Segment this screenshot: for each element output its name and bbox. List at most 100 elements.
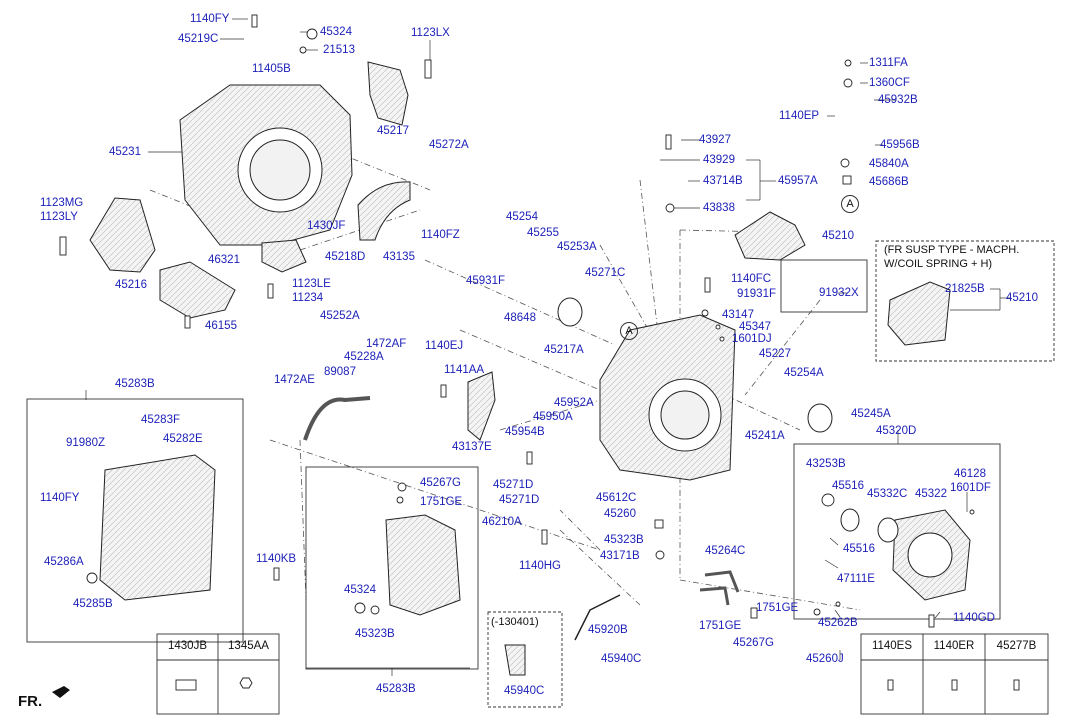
part-label: 46155 <box>205 320 237 332</box>
part-label: 45271D <box>493 479 534 491</box>
part-label: 45245A <box>851 408 891 420</box>
part-label: 1140EP <box>779 110 820 122</box>
part-label: 46210A <box>482 516 522 528</box>
part-label: 45217 <box>377 125 409 137</box>
part-label: 45324 <box>320 26 352 38</box>
part-label: 48648 <box>504 312 536 324</box>
key-table-header: 1140ES <box>871 640 913 652</box>
part-label: 45956B <box>880 139 920 151</box>
part-label: 43137E <box>452 441 492 453</box>
part-label: 45950A <box>533 411 573 423</box>
part-label: 45282E <box>163 433 203 445</box>
part-label: 45516 <box>843 543 875 555</box>
part-label: 43171B <box>600 550 640 562</box>
part-label: 45252A <box>320 310 360 322</box>
part-label: 45216 <box>115 279 147 291</box>
part-label: 45255 <box>527 227 559 239</box>
part-label: 45217A <box>544 344 584 356</box>
part-label: 45952A <box>554 397 594 409</box>
part-label: 1751GE <box>756 602 799 614</box>
callout-a-marker: A <box>620 322 638 340</box>
part-label: 45954B <box>505 426 545 438</box>
part-label: 43929 <box>703 154 735 166</box>
part-label: 45286A <box>44 556 84 568</box>
part-label: 1123LY <box>40 211 78 223</box>
part-label: 45940C <box>504 685 545 697</box>
part-label: 45267G <box>733 637 774 649</box>
part-label: 91931F <box>737 288 777 300</box>
part-label: 43253B <box>806 458 846 470</box>
part-label: 1140KB <box>256 553 297 565</box>
part-label: 45516 <box>832 480 864 492</box>
part-label: 43714B <box>703 175 743 187</box>
part-label: 45228A <box>344 351 384 363</box>
part-label: 45241A <box>745 430 785 442</box>
part-label: 45210 <box>1006 292 1038 304</box>
part-label: 1140FZ <box>421 229 460 241</box>
part-label: 45283B <box>376 683 416 695</box>
part-label: 1123LX <box>411 27 450 39</box>
part-label: 1140GD <box>953 612 995 624</box>
part-label: 45231 <box>109 146 141 158</box>
date-note: (-130401) <box>491 616 539 628</box>
part-label: 45260J <box>806 653 844 665</box>
part-label: 45267G <box>420 477 461 489</box>
key-table-header: 1430JB <box>167 640 207 652</box>
part-label: 43147 <box>722 309 754 321</box>
part-label: 21825B <box>945 283 985 295</box>
part-label: 43838 <box>703 202 735 214</box>
callout-a-marker: A <box>841 195 859 213</box>
part-label: 45227 <box>759 348 791 360</box>
part-label: 11405B <box>252 63 291 75</box>
part-label: 45686B <box>869 176 909 188</box>
part-label: 45931F <box>466 275 506 287</box>
part-label: 45840A <box>869 158 909 170</box>
key-table-header: 1140ER <box>933 640 975 652</box>
key-table-header: 1345AA <box>228 640 269 652</box>
part-label: 45324 <box>344 584 376 596</box>
part-label: 91932X <box>819 287 859 299</box>
part-label: 1360CF <box>869 77 910 89</box>
part-label: 45940C <box>601 653 642 665</box>
part-label: 45612C <box>596 492 637 504</box>
front-direction-mark: FR. <box>18 693 43 710</box>
part-label: 45332C <box>867 488 908 500</box>
part-label: 45323B <box>604 534 644 546</box>
part-label: 45347 <box>739 321 771 333</box>
part-label: 1601DF <box>950 482 991 494</box>
part-label: 21513 <box>323 44 355 56</box>
part-label: 45253A <box>557 241 597 253</box>
part-label: 45283F <box>141 414 181 426</box>
part-label: 45320D <box>876 425 917 437</box>
part-label: 1123MG <box>40 197 84 209</box>
part-label: 45262B <box>818 617 858 629</box>
part-label: 45264C <box>705 545 746 557</box>
part-label: 1140FC <box>731 273 772 285</box>
part-label: 45218D <box>325 251 366 263</box>
part-label: 1140HG <box>519 560 561 572</box>
part-label: 89087 <box>324 366 356 378</box>
part-label: 1751GE <box>699 620 742 632</box>
key-table-header: 45277B <box>996 640 1037 652</box>
part-label: 45322 <box>915 488 947 500</box>
part-label: 45254A <box>784 367 824 379</box>
part-label: 45271C <box>585 267 626 279</box>
part-label: 43927 <box>699 134 731 146</box>
part-label: 45932B <box>878 94 918 106</box>
part-label: 45219C <box>178 33 219 45</box>
part-label: 45323B <box>355 628 395 640</box>
part-label: 43135 <box>383 251 415 263</box>
inset-note: W/COIL SPRING + H) <box>884 258 993 270</box>
part-label: 45920B <box>588 624 628 636</box>
part-label: 46321 <box>208 254 240 266</box>
part-label: 45957A <box>778 175 818 187</box>
part-label: 45283B <box>115 378 155 390</box>
part-label: 1430JF <box>307 220 346 232</box>
part-label: 45260 <box>604 508 636 520</box>
part-label: 45254 <box>506 211 538 223</box>
part-label: 47111E <box>837 573 875 585</box>
part-label: 1472AE <box>274 374 315 386</box>
part-label: 1123LE <box>292 278 331 290</box>
